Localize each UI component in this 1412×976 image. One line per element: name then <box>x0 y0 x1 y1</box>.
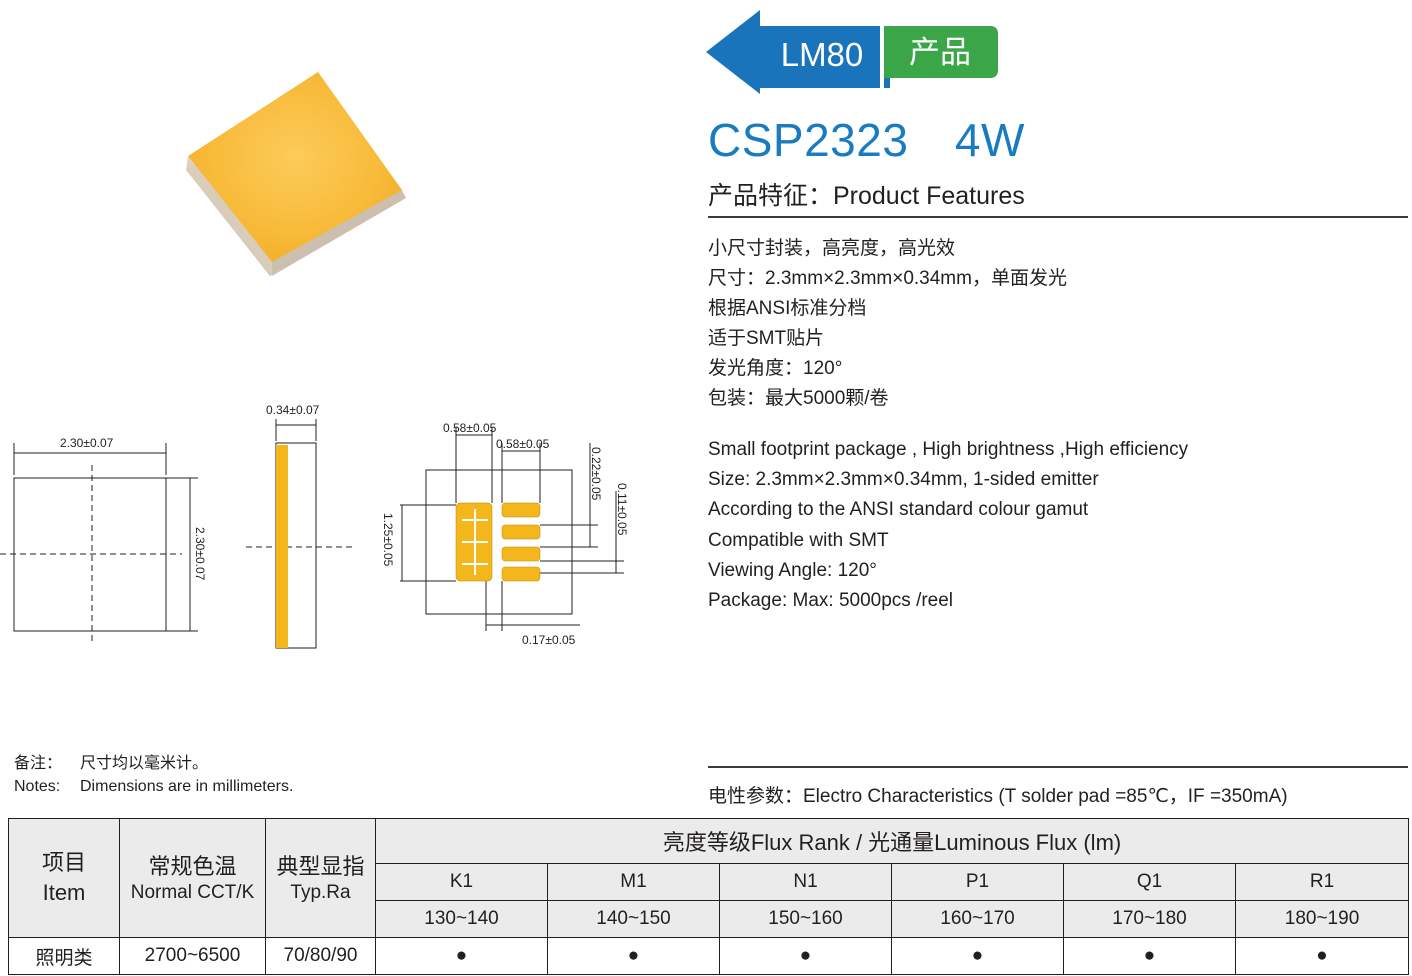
range-cell: 170~180 <box>1063 900 1236 938</box>
table-row: 照明类 2700~6500 70/80/90 ● ● ● ● ● ● <box>8 937 1410 975</box>
rank-cell: P1 <box>891 863 1064 901</box>
feature-item: 根据ANSI标准分档 <box>708 298 867 319</box>
header-item: 项目 Item <box>8 818 120 938</box>
feature-item: 适于SMT贴片 <box>708 328 825 349</box>
rank-cell: R1 <box>1234 863 1410 901</box>
dim-pad-gap-vertical: 0.11±0.05 <box>615 483 629 536</box>
rank-cell: M1 <box>547 863 720 901</box>
divider <box>708 216 1408 218</box>
range-cell: 150~160 <box>719 900 892 938</box>
feature-item: 包装：最大5000颗/卷 <box>708 388 889 409</box>
header-cct-en: Normal CCT/K <box>130 882 255 903</box>
availability-dot: ● <box>547 937 720 975</box>
header-item-en: Item <box>42 880 86 905</box>
bottom-view-outline <box>425 469 573 615</box>
header-cct: 常规色温 Normal CCT/K <box>119 818 266 938</box>
header-ra-en: Typ.Ra <box>290 882 351 903</box>
availability-dot: ● <box>891 937 1064 975</box>
header-item-cn: 项目 <box>41 850 86 875</box>
product-photo <box>186 72 406 276</box>
dim-pad-width-left: 0.58±0.05 <box>443 421 497 435</box>
header-ra-cn: 典型显指 <box>276 854 365 879</box>
features-list-cn: 小尺寸封装，高亮度，高光效 尺寸：2.3mm×2.3mm×0.34mm，单面发光… <box>708 234 1067 414</box>
availability-dot: ● <box>1234 937 1410 975</box>
feature-item: Viewing Angle: 120° <box>708 559 877 581</box>
row-ra: 70/80/90 <box>265 937 376 975</box>
dim-top-height: 2.30±0.07 <box>193 527 207 581</box>
feature-item: Compatible with SMT <box>708 529 889 551</box>
features-heading: 产品特征：Product Features <box>708 182 1025 210</box>
dim-pad-pitch: 0.22±0.05 <box>589 447 603 501</box>
feature-item: Package: Max: 5000pcs /reel <box>708 589 954 611</box>
side-view-phosphor <box>276 445 288 648</box>
series-badge <box>706 10 998 94</box>
availability-dot: ● <box>719 937 892 975</box>
rank-cell: K1 <box>375 863 548 901</box>
dimension-drawings: 2.30±0.07 2.30±0.07 0.34±0.07 0.58±0.05 … <box>0 403 629 649</box>
range-cell: 130~140 <box>375 900 548 938</box>
header-ra: 典型显指 Typ.Ra <box>265 818 376 938</box>
dim-pad-width-right: 0.58±0.05 <box>496 437 550 451</box>
notes-text-cn: 尺寸均以毫米计。 <box>80 755 209 772</box>
dim-side-thickness: 0.34±0.07 <box>266 403 320 417</box>
row-item: 照明类 <box>8 937 120 975</box>
range-cell: 180~190 <box>1234 900 1410 938</box>
rank-cell: Q1 <box>1063 863 1236 901</box>
badge-category-box <box>884 26 998 78</box>
dim-pad-gap-horizontal: 0.17±0.05 <box>522 633 576 647</box>
dim-top-width: 2.30±0.07 <box>60 436 114 450</box>
notes-label-en: Notes: <box>14 778 61 795</box>
dim-pad-height: 1.25±0.05 <box>381 513 395 567</box>
row-cct: 2700~6500 <box>119 937 266 975</box>
divider <box>708 766 1408 768</box>
feature-item: 小尺寸封装，高亮度，高光效 <box>708 238 956 259</box>
availability-dot: ● <box>375 937 548 975</box>
feature-item: 发光角度：120° <box>708 358 843 379</box>
range-cell: 140~150 <box>547 900 720 938</box>
notes-text-en: Dimensions are in millimeters. <box>80 778 294 795</box>
category-badge-label: 产品 <box>909 35 971 70</box>
notes: 备注： 尺寸均以毫米计。 Notes: Dimensions are in mill… <box>14 752 293 798</box>
badge-arrow <box>706 10 890 94</box>
rank-cell: N1 <box>719 863 892 901</box>
availability-dot: ● <box>1063 937 1236 975</box>
flux-rank-table: 项目 Item 常规色温 Normal CCT/K 典型显指 Typ.Ra 亮度… <box>8 818 1410 975</box>
notes-label-cn: 备注： <box>14 755 63 772</box>
header-flux: 亮度等级Flux Rank / 光通量Luminous Flux (lm) <box>374 818 1410 864</box>
product-title: CSP2323 4W <box>708 114 1025 166</box>
header-cct-cn: 常规色温 <box>148 854 237 879</box>
feature-item: Small footprint package , High brightnes… <box>708 439 1189 460</box>
feature-item: Size: 2.3mm×2.3mm×0.34mm, 1-sided emitte… <box>708 469 1099 491</box>
feature-item: 尺寸：2.3mm×2.3mm×0.34mm，单面发光 <box>708 268 1067 289</box>
series-badge-label: LM80 <box>780 36 864 73</box>
feature-item: According to the ANSI standard colour ga… <box>708 499 1089 521</box>
features-list-en: Small footprint package , High brightnes… <box>708 435 1188 616</box>
range-cell: 160~170 <box>891 900 1064 938</box>
electro-heading: 电性参数：Electro Characteristics (T solder p… <box>708 786 1288 807</box>
